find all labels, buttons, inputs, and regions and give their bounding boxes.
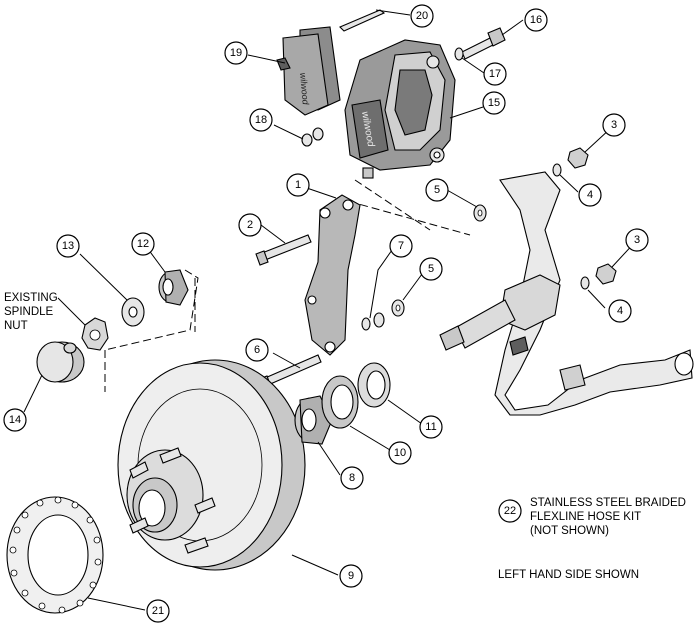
nut-part-3-lower <box>595 263 617 285</box>
callout-1-label: 1 <box>295 179 301 191</box>
washer-part-17 <box>454 47 464 61</box>
callout-21: 21 <box>146 599 170 623</box>
callout-12: 12 <box>131 232 155 256</box>
bolt-part-16 <box>461 27 506 60</box>
callout-15-label: 15 <box>488 97 500 109</box>
hose-kit-line-2: FLEXLINE HOSE KIT <box>530 511 641 523</box>
washer-part-4-upper <box>552 163 562 177</box>
spindle-nut <box>81 317 109 351</box>
bolt-part-2 <box>255 234 312 266</box>
washer-part-5-lower <box>391 299 405 317</box>
dust-cap-part-14 <box>36 341 85 383</box>
callout-6-label: 6 <box>254 344 260 356</box>
pin-part-20 <box>339 9 411 32</box>
callout-17: 17 <box>483 62 507 86</box>
callout-7-label: 7 <box>398 240 404 252</box>
callout-21-label: 21 <box>152 605 164 617</box>
existing-spindle-nut-label: EXISTING SPINDLE NUT <box>4 292 58 332</box>
hose-kit-note: STAINLESS STEEL BRAIDED FLEXLINE HOSE KI… <box>530 497 686 537</box>
pad-logo-text: wilwood <box>298 72 311 106</box>
callout-13: 13 <box>56 234 80 258</box>
callout-15: 15 <box>482 91 506 115</box>
side-shown-note: LEFT HAND SIDE SHOWN <box>498 569 639 581</box>
callout-11: 11 <box>419 415 443 439</box>
callout-22: 22 <box>498 499 522 523</box>
callout-11-label: 11 <box>425 421 436 433</box>
callout-10: 10 <box>388 441 412 465</box>
callout-2: 2 <box>238 213 262 237</box>
callout-5-lower-label: 5 <box>428 263 434 275</box>
callout-4-lower-label: 4 <box>617 305 623 317</box>
ring-holes <box>9 496 102 614</box>
washers-part-7 <box>361 312 385 331</box>
existing-label-line-3: NUT <box>4 320 28 332</box>
callout-5-upper-label: 5 <box>434 184 440 196</box>
callout-20: 20 <box>410 4 434 28</box>
callout-3-lower: 3 <box>625 228 649 252</box>
callout-6: 6 <box>245 338 269 362</box>
callout-4-upper-label: 4 <box>587 189 593 201</box>
washers-part-18 <box>301 127 324 147</box>
callout-18: 18 <box>249 108 273 132</box>
callout-8: 8 <box>340 466 364 490</box>
caliper-part-15: wilwood <box>344 39 456 179</box>
callout-8-label: 8 <box>349 472 355 484</box>
callout-3-lower-label: 3 <box>634 234 640 246</box>
callout-1: 1 <box>286 173 310 197</box>
callout-16: 16 <box>524 8 548 32</box>
callout-12-label: 12 <box>137 238 149 250</box>
existing-label-line-2: SPINDLE <box>4 306 54 318</box>
bearing-part-12 <box>158 269 189 306</box>
callout-20-label: 20 <box>416 10 428 22</box>
callout-14-label: 14 <box>9 414 21 426</box>
spindle-knuckle <box>439 171 694 416</box>
bracket-part-1 <box>304 194 361 356</box>
callout-2-label: 2 <box>247 219 253 231</box>
washer-part-13 <box>121 297 145 327</box>
washer-part-4-lower <box>580 276 590 290</box>
callout-19: 19 <box>224 41 248 65</box>
callout-16-label: 16 <box>530 14 542 26</box>
ring-part-21 <box>6 496 104 614</box>
washer-part-5-upper <box>473 204 487 222</box>
seal-part-11 <box>357 362 391 408</box>
callout-5-upper: 5 <box>425 178 449 202</box>
hose-kit-line-3: (NOT SHOWN) <box>530 525 609 537</box>
callout-3-upper-label: 3 <box>611 119 617 131</box>
assembly-dash-lines <box>104 179 471 392</box>
callout-17-label: 17 <box>489 68 501 80</box>
callout-22-label: 22 <box>504 505 516 517</box>
callout-7: 7 <box>389 234 413 258</box>
wheel-studs <box>129 447 216 554</box>
callout-18-label: 18 <box>255 114 267 126</box>
brake-pads-part-19: wilwood <box>276 26 341 116</box>
callout-4-upper: 4 <box>578 183 602 207</box>
callout-14: 14 <box>3 408 27 432</box>
callout-4-lower: 4 <box>608 299 632 323</box>
callout-5-lower: 5 <box>419 257 443 281</box>
callout-13-label: 13 <box>62 240 74 252</box>
callout-9-label: 9 <box>348 570 354 582</box>
race-part-10 <box>321 375 359 429</box>
callout-3-upper: 3 <box>602 113 626 137</box>
callout-9: 9 <box>339 564 363 588</box>
rotor-part-9 <box>117 359 306 571</box>
callout-10-label: 10 <box>394 447 406 459</box>
callout-19-label: 19 <box>230 47 242 59</box>
existing-label-line-1: EXISTING <box>4 292 58 304</box>
hose-kit-line-1: STAINLESS STEEL BRAIDED <box>530 497 686 509</box>
nut-part-3-upper <box>567 147 589 169</box>
